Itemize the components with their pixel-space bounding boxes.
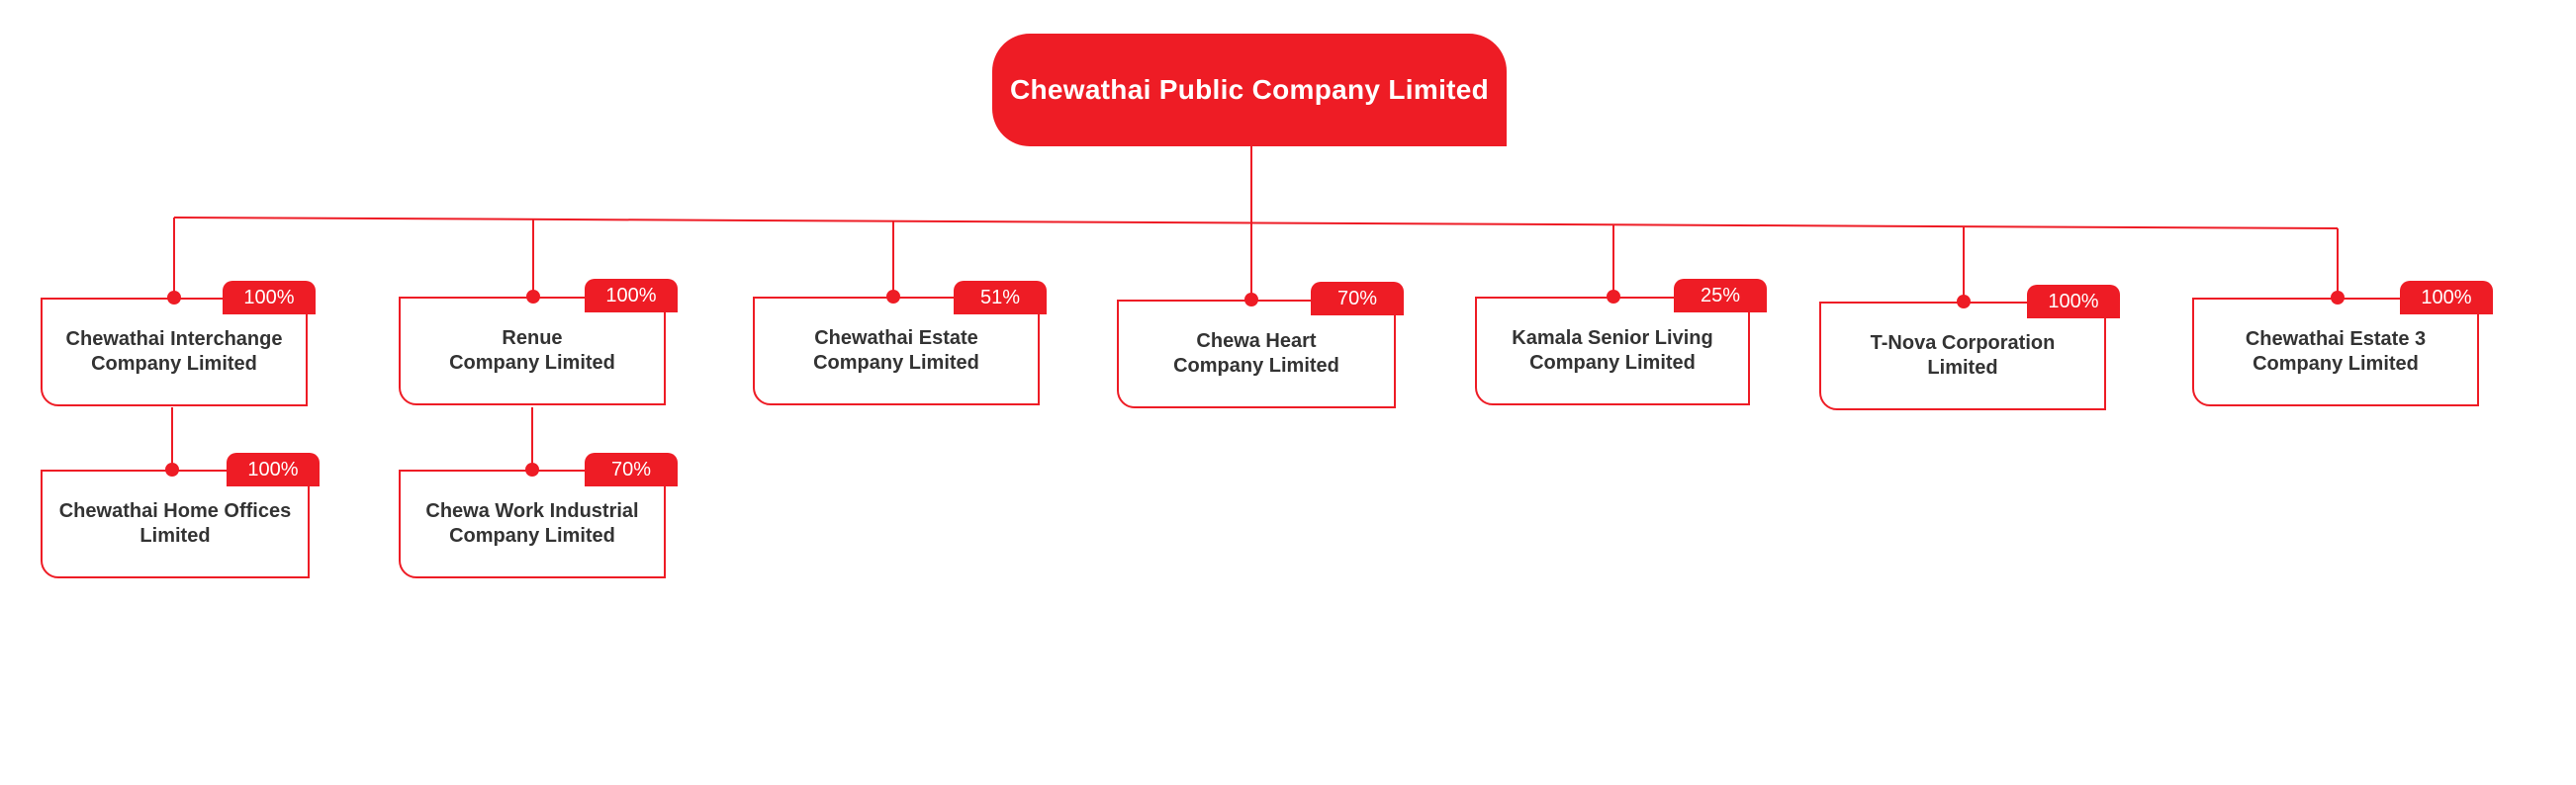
company-name: Kamala Senior Living Company Limited — [1512, 327, 1713, 374]
company-name: Chewa Heart Company Limited — [1173, 330, 1339, 377]
company-box-renue: Renue Company Limited — [399, 297, 666, 405]
company-name: Renue Company Limited — [449, 327, 615, 374]
root-company-name: Chewathai Public Company Limited — [1009, 74, 1490, 105]
company-box-chewathai-estate: Chewathai Estate Company Limited — [753, 297, 1040, 405]
company-name: Chewathai Interchange Company Limited — [65, 328, 283, 375]
ownership-percent: 100% — [243, 286, 295, 308]
company-box-chewathai-estate-3: Chewathai Estate 3 Company Limited — [2192, 298, 2479, 406]
ownership-percent: 70% — [1336, 287, 1378, 309]
connector-dot — [165, 463, 179, 477]
connector-dot — [167, 291, 181, 305]
company-box-chewathai-home-offices: Chewathai Home Offices Limited — [41, 470, 310, 578]
ownership-percent: 100% — [2048, 290, 2099, 312]
company-box-chewathai-interchange: Chewathai Interchange Company Limited — [41, 298, 308, 406]
connector-dot — [1957, 295, 1971, 308]
ownership-badge: 100% — [223, 281, 316, 314]
ownership-percent: 100% — [247, 458, 299, 480]
company-name: Chewathai Estate 3 Company Limited — [2245, 328, 2427, 375]
ownership-percent: 70% — [610, 458, 652, 480]
company-name: Chewathai Estate Company Limited — [813, 327, 979, 374]
ownership-percent: 100% — [605, 284, 657, 306]
company-box-kamala-senior-living: Kamala Senior Living Company Limited — [1475, 297, 1750, 405]
company-name: Chewathai Home Offices Limited — [58, 500, 292, 547]
ownership-badge: 70% — [585, 453, 678, 486]
connector-dot — [2331, 291, 2345, 305]
connector-dot — [1244, 293, 1258, 306]
company-box-chewa-work-industrial: Chewa Work Industrial Company Limited — [399, 470, 666, 578]
ownership-badge: 100% — [585, 279, 678, 312]
ownership-percent: 100% — [2421, 286, 2472, 308]
connector-dot — [886, 290, 900, 304]
root-company-box: Chewathai Public Company Limited — [992, 34, 1507, 146]
ownership-badge: 100% — [2027, 285, 2120, 318]
ownership-badge: 51% — [954, 281, 1047, 314]
main-bus-line — [173, 217, 2339, 229]
company-name: Chewa Work Industrial Company Limited — [425, 500, 639, 547]
company-name: T-Nova Corporation Limited — [1870, 332, 2056, 379]
ownership-badge: 25% — [1674, 279, 1767, 312]
company-box-t-nova-corporation: T-Nova Corporation Limited — [1819, 302, 2106, 410]
connector-dot — [526, 290, 540, 304]
ownership-badge: 70% — [1311, 282, 1404, 315]
company-box-chewa-heart: Chewa Heart Company Limited — [1117, 300, 1396, 408]
connector-dot — [1607, 290, 1620, 304]
ownership-badge: 100% — [2400, 281, 2493, 314]
ownership-percent: 51% — [979, 286, 1021, 308]
ownership-percent: 25% — [1700, 284, 1741, 306]
ownership-badge: 100% — [227, 453, 320, 486]
connector-dot — [525, 463, 539, 477]
